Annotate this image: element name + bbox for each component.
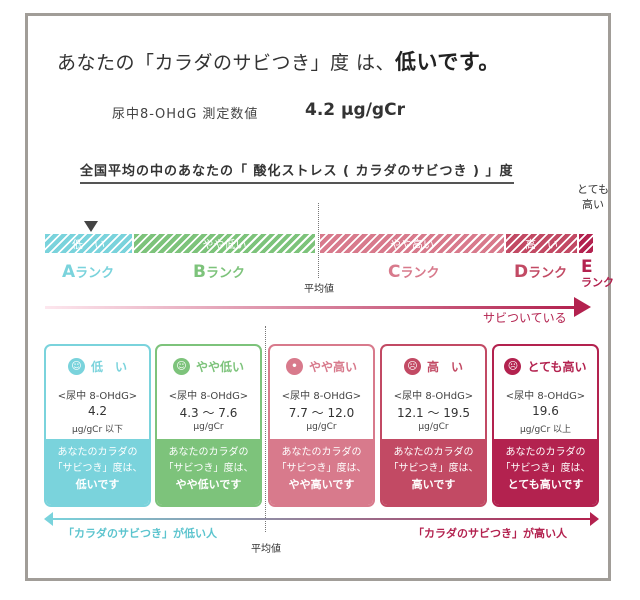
- card-footer: あなたのカラダの「サビつき」度は、高いです: [382, 439, 485, 505]
- face-icon: ☹: [504, 358, 522, 375]
- card-footer: あなたのカラダの「サビつき」度は、やや高いです: [270, 439, 373, 505]
- card-title: ☺やや低い: [157, 358, 260, 375]
- card-unit: μg/gCr: [306, 422, 337, 432]
- card-title: ☹高 い: [382, 358, 485, 375]
- card-footer: あなたのカラダの「サビつき」度は、低いです: [46, 439, 149, 505]
- rank-card-2: ☺やや低い <尿中 8-OHdG> 4.3 〜 7.6 μg/gCr あなたのカラダの「…: [155, 344, 262, 507]
- card-subtitle: <尿中 8-OHdG>: [281, 391, 362, 402]
- rust-arrow-label: サビついている: [483, 311, 567, 325]
- rank-label-d: Dランク: [514, 262, 568, 282]
- card-title: ☹とても高い: [494, 358, 597, 375]
- bottom-left-label: 「カラダのサビつき」が低い人: [63, 527, 217, 540]
- card-footer: あなたのカラダの「サビつき」度は、とても高いです: [494, 439, 597, 505]
- scale-segment-4: 高 い: [506, 234, 577, 253]
- face-icon: •: [285, 358, 303, 375]
- card-value: 19.6: [532, 404, 559, 418]
- headline-emphasis: 低いです。: [395, 50, 500, 74]
- user-position-marker: [84, 221, 98, 232]
- face-icon: ☺: [172, 358, 190, 375]
- rank-label-b: Bランク: [193, 262, 245, 282]
- face-icon: ☺: [67, 358, 85, 375]
- card-unit: μg/gCr 以上: [519, 425, 572, 435]
- very-high-label: とても高い: [576, 183, 610, 211]
- rank-card-3: •やや高い <尿中 8-OHdG> 7.7 〜 12.0 μg/gCr あなたのカラダの…: [268, 344, 375, 507]
- bottom-arrow-right-head: [590, 512, 599, 526]
- rank-card-4: ☹高 い <尿中 8-OHdG> 12.1 〜 19.5 μg/gCr あなたのカラダの…: [380, 344, 487, 507]
- card-value: 4.2: [87, 404, 108, 418]
- headline-prefix: あなたの「カラダのサビつき」度 は、: [57, 52, 396, 74]
- card-footer: あなたのカラダの「サビつき」度は、やや低いです: [157, 439, 260, 505]
- average-line-bottom: [265, 326, 266, 532]
- bottom-gradient-line: [50, 518, 590, 520]
- card-subtitle: <尿中 8-OHdG>: [168, 391, 249, 402]
- rank-label-a: Aランク: [62, 262, 115, 282]
- average-line-top: [318, 203, 319, 278]
- card-title: •やや高い: [270, 358, 373, 375]
- measure-label: 尿中8-OHdG 測定数値: [112, 107, 259, 122]
- scale-segment-5: [579, 234, 593, 253]
- face-icon: ☹: [403, 358, 421, 375]
- rank-card-1: ☺低 い <尿中 8-OHdG> 4.2 μg/gCr 以下あなたのカラダの「サビつき…: [44, 344, 151, 507]
- scale-segment-1: 低 い: [45, 234, 132, 253]
- rust-gradient-arrow: [45, 306, 575, 309]
- bottom-arrow-left-head: [44, 512, 53, 526]
- card-title: ☺低 い: [46, 358, 149, 375]
- card-unit: μg/gCr 以下: [71, 425, 124, 435]
- card-value: 4.3 〜 7.6: [179, 406, 238, 420]
- scale-segment-2: やや低い: [134, 234, 315, 253]
- card-value: 12.1 〜 19.5: [396, 406, 471, 420]
- card-subtitle: <尿中 8-OHdG>: [57, 391, 138, 402]
- rank-label-c: Cランク: [388, 262, 440, 282]
- average-label-bottom: 平均値: [251, 544, 281, 555]
- measure-value: 4.2 μg/gCr: [305, 100, 405, 120]
- card-subtitle: <尿中 8-OHdG>: [393, 391, 474, 402]
- chart-title: 全国平均の中のあなたの「 酸化ストレス ( カラダのサビつき ) 」度: [80, 160, 514, 184]
- card-unit: μg/gCr: [193, 422, 224, 432]
- rust-arrow-head: [574, 297, 591, 317]
- average-label-top: 平均値: [304, 284, 334, 295]
- card-unit: μg/gCr: [418, 422, 449, 432]
- scale-segment-3: やや高い: [320, 234, 504, 253]
- bottom-right-label: 「カラダのサビつき」が高い人: [413, 527, 567, 540]
- card-value: 7.7 〜 12.0: [288, 406, 355, 420]
- headline: あなたの「カラダのサビつき」度 は、低いです。: [57, 46, 500, 76]
- card-subtitle: <尿中 8-OHdG>: [505, 391, 586, 402]
- rank-card-5: ☹とても高い <尿中 8-OHdG> 19.6 μg/gCr 以上あなたのカラダの「サ…: [492, 344, 599, 507]
